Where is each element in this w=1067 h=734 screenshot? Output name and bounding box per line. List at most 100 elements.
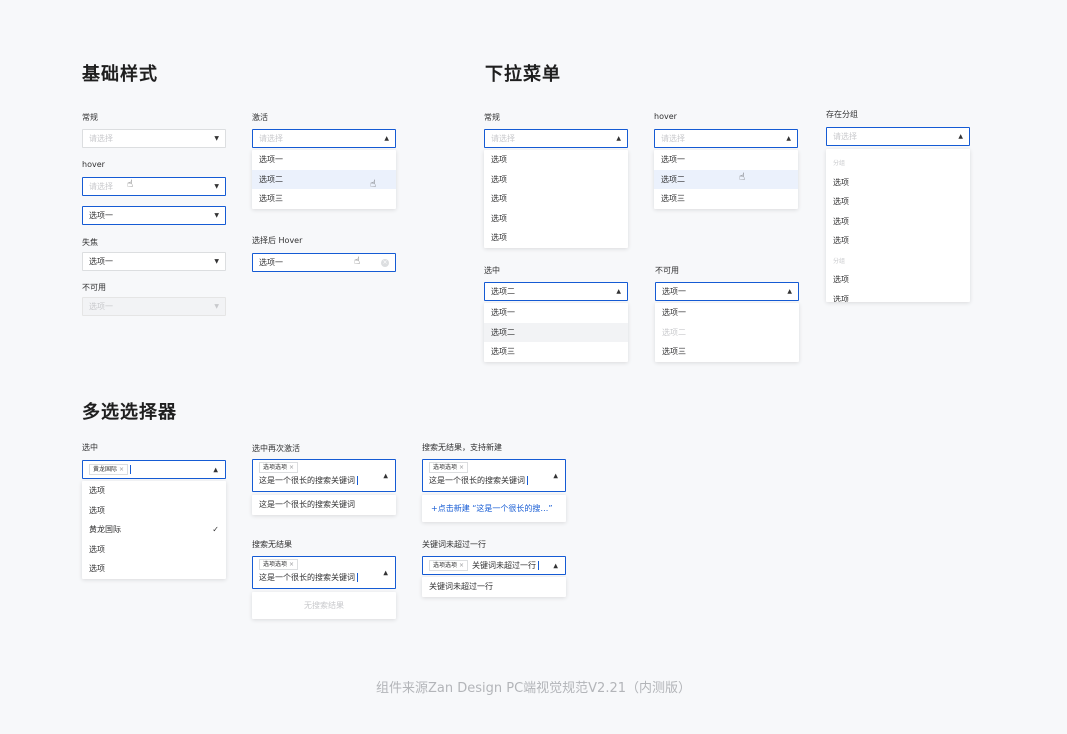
multi-create-dropdown: +点击新建 “这是一个很长的搜…” <box>422 495 566 522</box>
multi-create-input[interactable]: 选项选项× 这是一个很长的搜索关键词 ▲ <box>422 459 566 492</box>
basic-hover-after-select[interactable]: 选项一 × <box>252 253 396 272</box>
select-placeholder: 请选择 <box>491 134 515 143</box>
tag-text: 选项选项 <box>263 464 288 471</box>
caret-up-icon: ▲ <box>383 472 388 479</box>
dd-disabled-select[interactable]: 选项一 ▲ <box>655 282 799 301</box>
dropdown-option[interactable]: 选项三 <box>491 347 515 357</box>
dropdown-option[interactable]: 选项 <box>89 544 105 554</box>
dropdown-option[interactable]: 选项 <box>491 233 507 243</box>
selected-tag: 选项选项× <box>259 559 299 570</box>
multi-oneline-dropdown: 关键词未超过一行 <box>422 577 566 597</box>
multi-selected-dropdown: 选项 选项 黄龙国际 ✓ 选项 选项 <box>82 481 226 579</box>
multi-create-label: 搜索无结果，支持新建 <box>422 443 502 452</box>
selected-tag: 黄龙国际× <box>89 464 129 475</box>
dropdown-option[interactable]: 选项一 <box>491 308 515 318</box>
caret-up-icon: ▲ <box>786 134 791 142</box>
dd-group-select[interactable]: 请选择 ▲ <box>826 127 970 146</box>
tag-close-icon[interactable]: × <box>459 464 465 471</box>
select-value: 选项一 <box>259 258 283 267</box>
dropdown-option[interactable]: 选项 <box>833 275 849 285</box>
dropdown-option[interactable]: 选项三 <box>259 194 283 204</box>
multi-oneline-input[interactable]: 选项选项× 关键词未超过一行 ▲ <box>422 556 566 575</box>
multi-noresult-input[interactable]: 选项选项× 这是一个很长的搜索关键词 ▲ <box>252 556 396 589</box>
select-placeholder: 请选择 <box>89 134 113 143</box>
dropdown-option[interactable]: 选项 <box>89 505 105 515</box>
dropdown-option[interactable]: 选项 <box>89 486 105 496</box>
check-icon: ✓ <box>212 525 219 535</box>
hand-cursor-icon: ☝ <box>739 172 746 183</box>
dropdown-option[interactable]: 选项一 <box>661 155 685 165</box>
caret-up-icon: ▲ <box>616 287 621 295</box>
clear-icon[interactable]: × <box>381 258 389 267</box>
selected-tag: 选项选项× <box>429 462 469 473</box>
select-placeholder: 请选择 <box>661 134 685 143</box>
basic-hover-select[interactable]: 请选择 ▼ <box>82 177 226 196</box>
tag-close-icon[interactable]: × <box>459 562 465 569</box>
multi-reactivate-input[interactable]: 选项选项× 这是一个很长的搜索关键词 ▲ <box>252 459 396 492</box>
dropdown-option[interactable]: 选项 <box>491 194 507 204</box>
basic-blur-select[interactable]: 选项一 ▼ <box>82 252 226 271</box>
dropdown-option[interactable]: 选项 <box>833 177 849 187</box>
dropdown-option[interactable]: 选项 <box>833 216 849 226</box>
tag-close-icon[interactable]: × <box>119 466 125 473</box>
search-keyword: 这是一个很长的搜索关键词 <box>259 476 355 485</box>
dd-selected-label: 选中 <box>484 266 500 275</box>
select-placeholder: 请选择 <box>259 134 283 143</box>
dropdown-option[interactable]: 选项 <box>833 294 849 302</box>
dd-normal-dropdown: 选项 选项 选项 选项 选项 <box>484 150 628 248</box>
search-result-option[interactable]: 这是一个很长的搜索关键词 <box>259 500 355 510</box>
dropdown-option[interactable]: 选项一 <box>662 308 686 318</box>
select-value: 选项二 <box>491 287 515 296</box>
dd-selected-select[interactable]: 选项二 ▲ <box>484 282 628 301</box>
basic-hover-filled-select[interactable]: 选项一 ▼ <box>82 206 226 225</box>
dropdown-option[interactable]: 选项 <box>89 564 105 574</box>
dropdown-option[interactable]: 选项 <box>491 174 507 184</box>
tag-text: 选项选项 <box>433 464 458 471</box>
multi-noresult-label: 搜索无结果 <box>252 540 292 549</box>
text-caret <box>538 561 540 570</box>
basic-normal-label: 常规 <box>82 113 98 122</box>
section-title-multi: 多选选择器 <box>82 402 177 423</box>
text-caret <box>357 476 358 485</box>
create-new-option[interactable]: +点击新建 “这是一个很长的搜…” <box>431 504 553 513</box>
search-result-option[interactable]: 关键词未超过一行 <box>429 582 493 592</box>
basic-active-select[interactable]: 请选择 ▲ <box>252 129 396 148</box>
tag-close-icon[interactable]: × <box>289 464 295 471</box>
dropdown-option[interactable]: 选项二 <box>654 169 798 189</box>
dropdown-option[interactable]: 选项 <box>833 197 849 207</box>
dropdown-group-title: 分组 <box>833 257 846 265</box>
dd-hover-label: hover <box>654 112 677 121</box>
basic-active-label: 激活 <box>252 113 268 122</box>
dropdown-option[interactable]: 选项三 <box>662 347 686 357</box>
dropdown-group-title: 分组 <box>833 160 846 168</box>
dd-hover-select[interactable]: 请选择 ▲ <box>654 129 798 148</box>
caret-up-icon: ▲ <box>213 466 218 473</box>
caret-down-icon: ▼ <box>214 134 219 142</box>
basic-hover-after-label: 选择后 Hover <box>252 236 303 245</box>
basic-disabled-select: 选项一 ▼ <box>82 297 226 316</box>
dd-normal-label: 常规 <box>484 113 500 122</box>
dropdown-option[interactable]: 选项 <box>833 236 849 246</box>
dropdown-option[interactable]: 选项 <box>491 213 507 223</box>
basic-normal-select[interactable]: 请选择 ▼ <box>82 129 226 148</box>
dropdown-option[interactable]: 选项二 <box>252 169 396 189</box>
dropdown-option[interactable]: 选项一 <box>259 155 283 165</box>
option-label: 黄龙国际 <box>89 525 121 535</box>
dropdown-option[interactable]: 选项三 <box>661 194 685 204</box>
dropdown-option[interactable]: 选项 <box>491 155 507 165</box>
dd-normal-select[interactable]: 请选择 ▲ <box>484 129 628 148</box>
caret-down-icon: ▼ <box>214 182 219 190</box>
tag-text: 黄龙国际 <box>93 466 118 473</box>
select-placeholder: 请选择 <box>89 182 113 191</box>
tag-close-icon[interactable]: × <box>289 561 295 568</box>
multi-reactivate-label: 选中再次激活 <box>252 444 300 453</box>
search-keyword: 关键词未超过一行 <box>472 561 537 570</box>
caret-down-icon: ▼ <box>214 302 219 310</box>
dropdown-option-checked[interactable]: 黄龙国际 ✓ <box>82 520 226 540</box>
multi-selected-input[interactable]: 黄龙国际× ▲ <box>82 460 226 479</box>
caret-up-icon: ▲ <box>553 562 558 569</box>
dropdown-option-selected[interactable]: 选项二 <box>484 322 628 342</box>
select-placeholder: 请选择 <box>833 132 857 141</box>
caret-down-icon: ▼ <box>214 257 219 265</box>
caret-up-icon: ▲ <box>384 134 389 142</box>
